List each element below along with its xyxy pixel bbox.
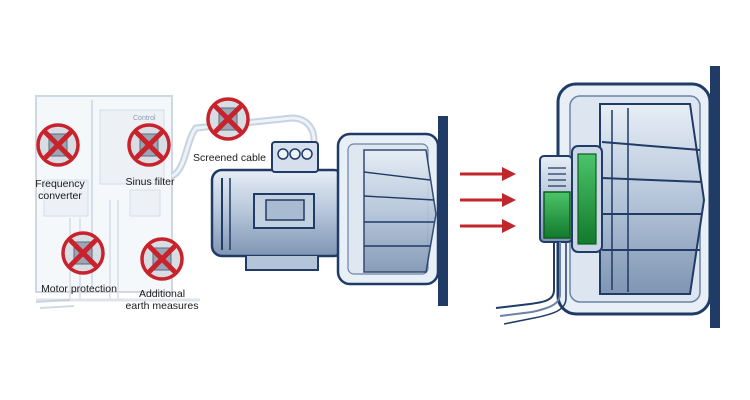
arrow-right-icon-3: [460, 219, 516, 233]
earth-measures-prohibited-icon: [140, 237, 184, 281]
earth-measures-label-line1: Additional: [138, 288, 186, 300]
earth-measures-label: Additional earth measures: [122, 288, 202, 312]
frequency-converter-label-line2: converter: [38, 190, 82, 202]
earth-measures-label-line2: earth measures: [125, 300, 199, 312]
fan-right-ec: [495, 66, 720, 328]
frequency-converter-label-line1: Frequency: [35, 178, 85, 190]
frequency-converter-prohibited-icon: [36, 123, 80, 167]
screened-cable-label: Screened cable: [193, 152, 266, 164]
cabinet-control-label: Control: [133, 115, 156, 122]
screened-cable-prohibited-icon: [206, 97, 250, 141]
arrow-right-icon-2: [460, 193, 516, 207]
sinus-filter-label: Sinus filter: [125, 176, 175, 188]
sinus-filter-prohibited-icon: [127, 123, 171, 167]
frequency-converter-label: Frequency converter: [30, 178, 90, 202]
motor-protection-label: Motor protection: [41, 283, 117, 295]
motor-protection-prohibited-icon: [61, 231, 105, 275]
arrow-right-icon-1: [460, 167, 516, 181]
fan-left: [336, 116, 448, 306]
